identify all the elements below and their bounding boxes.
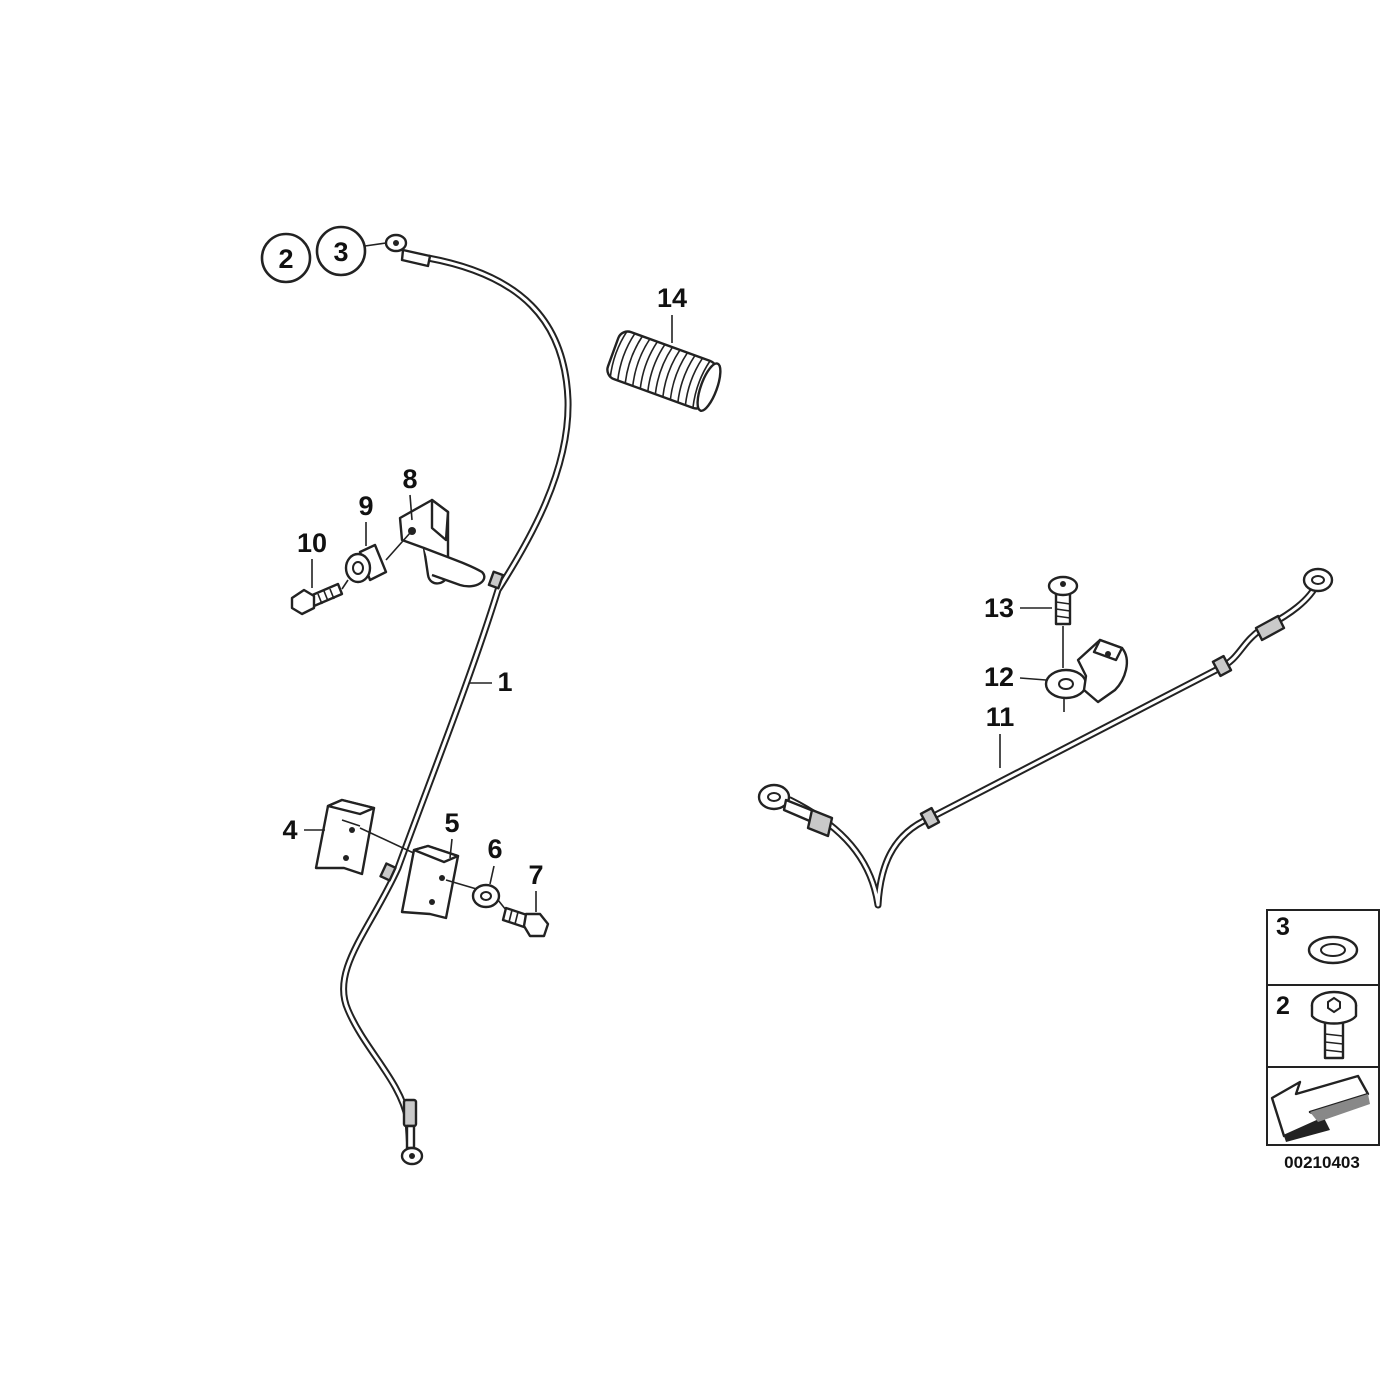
bolt-7 [501,906,550,938]
leader-5 [449,838,453,859]
callout-11-label: 11 [986,702,1015,732]
callout-4-label: 4 [282,815,297,845]
hose-11-right-fitting [1254,567,1334,642]
legend-label-2: 2 [1276,992,1290,1020]
hose-11-left-fitting [757,783,834,838]
callout-1-label: 1 [497,667,512,697]
callout-3-label: 3 [333,237,348,267]
washer-6 [471,883,501,909]
connector-10-9 [341,579,349,590]
hose-1-sleeve-lower [379,862,397,882]
hose-holder-12 [1044,638,1129,704]
leader-3 [364,242,387,247]
leader-6 [489,865,495,885]
hose-1-sleeve-upper [487,570,505,590]
leader-8 [409,494,413,521]
callout-12-label: 12 [984,662,1014,692]
legend-direction-arrow-icon [1270,1074,1370,1142]
bolt-10 [290,582,344,616]
legend-box: 3 2 [1266,909,1380,1146]
connector-4-5 [359,827,421,857]
callout-9-label: 9 [358,491,373,521]
hose-1-top-fitting [384,233,432,268]
callout-5-label: 5 [444,808,459,838]
brake-hose-1 [340,233,572,1166]
legend-item-banjo-bolt: 2 [1276,990,1358,1060]
legend-banjo-bolt-icon [1310,990,1358,1060]
brake-hose-11 [757,567,1334,909]
callout-14-label: 14 [657,283,687,313]
screw-13 [1047,575,1079,626]
callout-6-label: 6 [487,834,502,864]
legend-item-washer: 3 [1276,913,1359,965]
callout-8-label: 8 [402,464,417,494]
callout-13-label: 13 [984,593,1014,623]
spacer-sleeve-9 [344,543,388,584]
hose-11-sleeve-left [919,806,941,830]
callout-2-label: 2 [278,244,293,274]
hose-1-bottom-fitting [400,1098,424,1166]
leader-12 [1019,677,1047,681]
callout-3-circle: 3 [315,225,367,277]
clamp-half-5 [400,844,460,920]
callout-7-label: 7 [528,860,543,890]
clamp-half-4 [314,798,376,876]
callout-10-label: 10 [297,528,327,558]
document-number: 00210403 [1284,1153,1360,1172]
spiral-sleeve-14 [606,330,722,412]
connector-5-6 [445,879,481,891]
legend-label-3: 3 [1276,913,1290,941]
hose-11-sleeve-right [1211,654,1233,678]
callout-2-circle: 2 [260,232,312,284]
connector-6-7 [497,899,507,911]
connector-9-8 [385,532,411,561]
hose-bracket-8 [398,498,486,588]
